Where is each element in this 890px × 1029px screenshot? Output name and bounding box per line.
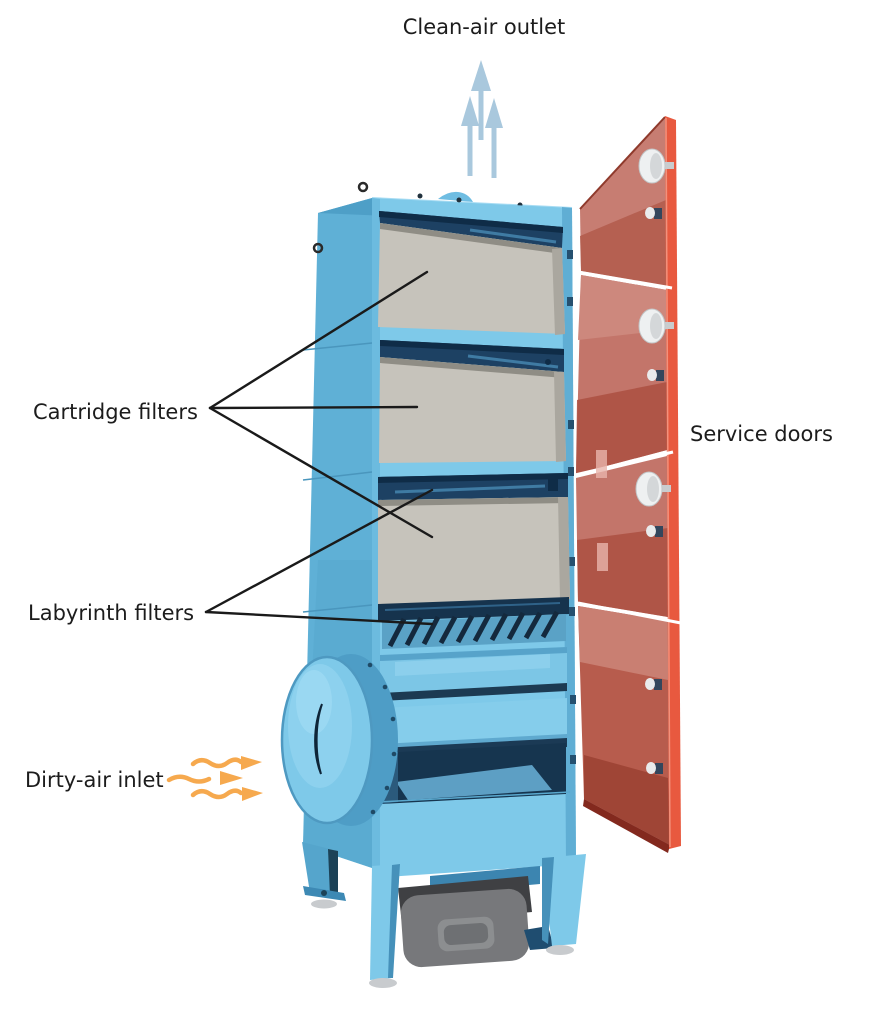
inlet-drum <box>280 654 398 826</box>
inlet-slot <box>314 703 323 775</box>
labyrinth-filters-label: Labyrinth filters <box>28 601 195 625</box>
machine-base <box>302 842 586 988</box>
service-door-leader-lines <box>574 270 687 626</box>
front-right-leg <box>524 854 586 955</box>
front-left-leg <box>369 864 400 988</box>
service-door-4 <box>578 606 670 853</box>
up-arrow-icon <box>485 98 503 178</box>
service-door-stack <box>574 116 687 853</box>
fan-drum <box>380 647 567 752</box>
dirty-air-inlet-label: Dirty-air inlet <box>25 768 164 792</box>
cartridge-filters-label: Cartridge filters <box>33 400 198 424</box>
door-latch-pins <box>645 207 664 774</box>
filter-panel-2 <box>379 357 566 463</box>
filter-module-3 <box>378 473 570 605</box>
dust-compartment <box>381 743 566 804</box>
filter-panel-1 <box>378 223 565 334</box>
up-arrow-icons <box>461 60 503 178</box>
filter-panel-3 <box>378 497 570 605</box>
wavy-arrow-icon <box>190 787 263 801</box>
up-arrow-icon <box>471 60 491 140</box>
up-arrow-icon <box>461 96 479 176</box>
wavy-arrow-icon <box>166 771 243 785</box>
wavy-arrow-icons <box>166 756 263 801</box>
rear-left-leg <box>302 842 346 909</box>
filter-module-1 <box>378 211 565 335</box>
service-doors-label: Service doors <box>690 422 833 446</box>
wavy-arrow-icon <box>190 756 262 770</box>
door-knob-icons <box>635 148 674 507</box>
cartridge-filters-leader-lines <box>208 270 434 539</box>
filter-module-2 <box>379 340 566 463</box>
labyrinth-filters-leader-lines <box>204 488 434 626</box>
clean-air-outlet-label: Clean-air outlet <box>402 15 566 39</box>
dust-container <box>398 876 532 968</box>
door-hinges <box>567 250 576 764</box>
service-door-1 <box>579 116 667 286</box>
